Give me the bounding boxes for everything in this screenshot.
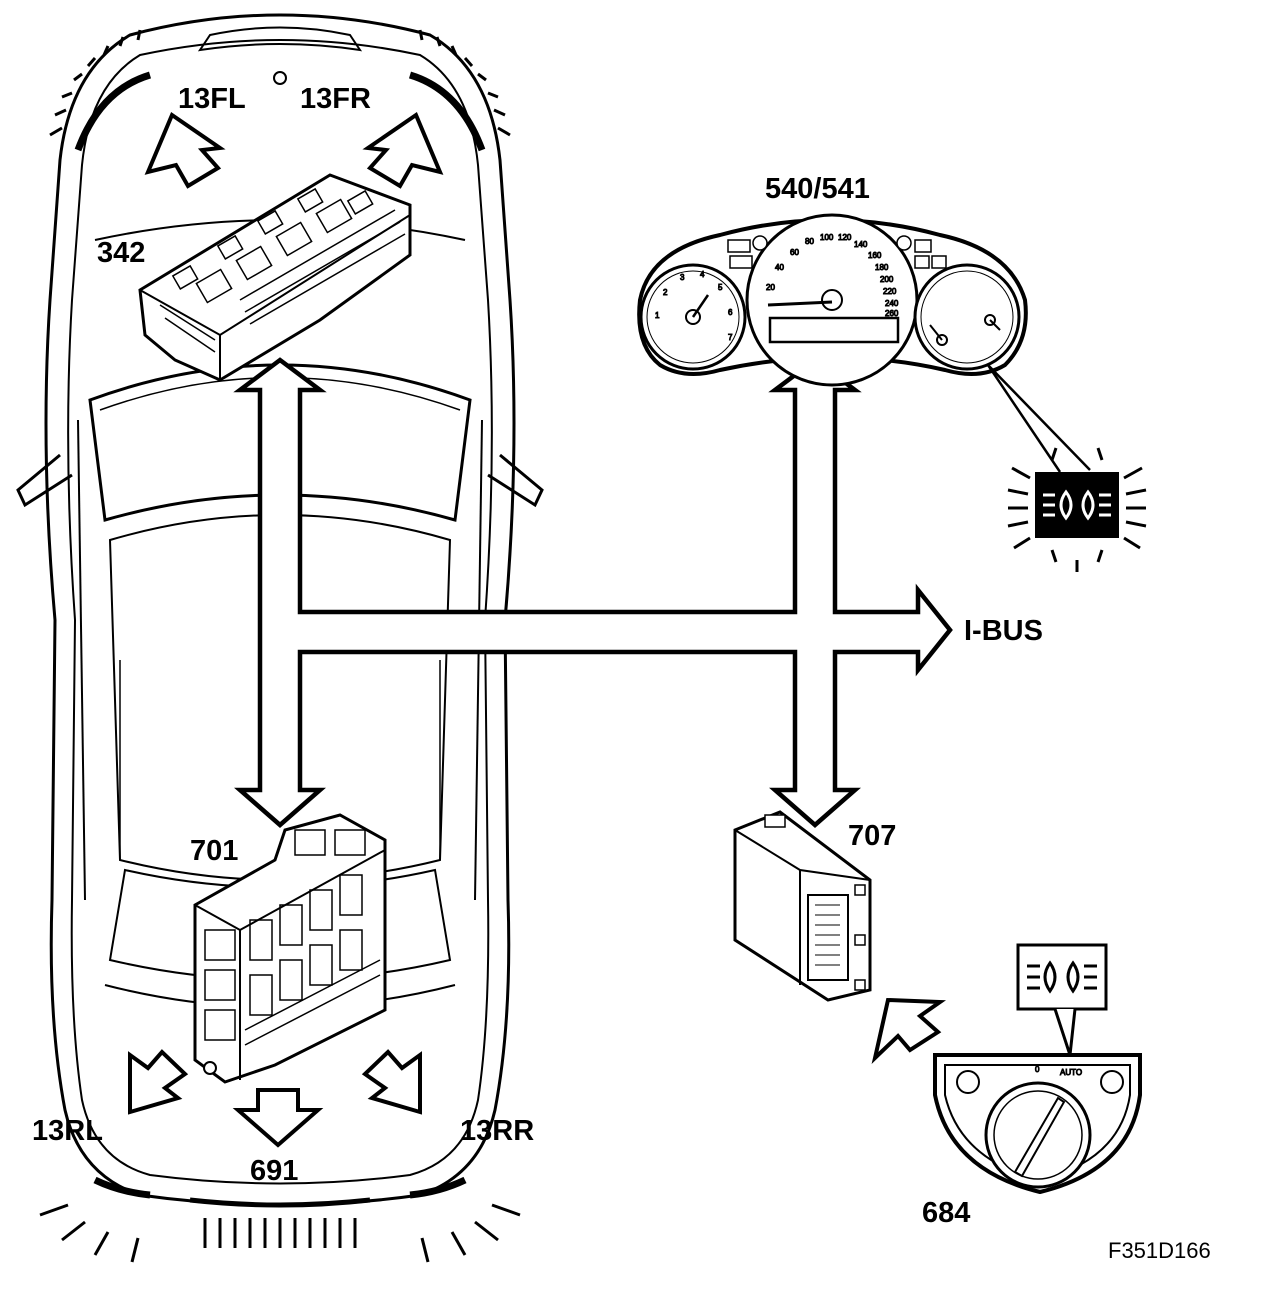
front-fuse-box-342 (138, 173, 412, 382)
svg-text:120: 120 (838, 233, 852, 242)
label-540-541: 540/541 (765, 173, 870, 205)
svg-text:200: 200 (880, 275, 894, 284)
label-13rl: 13RL (32, 1115, 103, 1147)
light-switch-684: 0 AUTO (933, 1053, 1142, 1195)
bus-lines (233, 357, 953, 828)
arrow-rear-center (232, 1088, 324, 1148)
svg-text:7: 7 (728, 333, 733, 342)
switch-headlight-callout (1016, 943, 1108, 1056)
svg-text:240: 240 (885, 299, 899, 308)
svg-text:0: 0 (1035, 1065, 1040, 1074)
arrow-front-left (144, 111, 226, 189)
label-701: 701 (190, 835, 238, 867)
label-342: 342 (97, 237, 145, 269)
light-arrows (128, 111, 947, 1148)
svg-text:140: 140 (854, 240, 868, 249)
label-i-bus: I-BUS (964, 615, 1043, 647)
svg-text:160: 160 (868, 251, 882, 260)
arrow-rear-left (128, 1049, 189, 1115)
label-684: 684 (922, 1197, 970, 1229)
svg-text:180: 180 (875, 263, 889, 272)
indicator-callout-lines (986, 364, 1091, 473)
headlight-indicator-lamp (1007, 447, 1147, 572)
rpm-ticks: 1 2 3 4 5 6 7 (655, 270, 734, 343)
labels: 13FL 13FR 342 540/541 I-BUS 701 707 13RL… (32, 83, 1211, 1263)
figure-id: F351D166 (1108, 1238, 1211, 1263)
label-691: 691 (250, 1155, 298, 1187)
svg-text:6: 6 (728, 308, 733, 317)
svg-text:3: 3 (680, 273, 685, 282)
label-13fl: 13FL (178, 83, 246, 115)
instrument-cluster-540-541: 1 2 3 4 5 6 7 20 40 60 80 100 120 140 16… (637, 213, 1028, 387)
arrow-front-right (362, 111, 444, 189)
svg-text:4: 4 (700, 270, 705, 279)
arrow-rear-right (361, 1049, 422, 1115)
rear-electronic-module-701 (193, 813, 387, 1084)
arrow-switch-to-module (871, 997, 947, 1065)
light-control-module-707 (733, 810, 872, 1002)
label-13fr: 13FR (300, 83, 371, 115)
svg-text:80: 80 (805, 237, 814, 246)
light-rays (39, 29, 521, 1263)
svg-text:5: 5 (718, 283, 723, 292)
svg-text:40: 40 (775, 263, 784, 272)
svg-text:60: 60 (790, 248, 799, 257)
svg-text:260: 260 (885, 309, 899, 318)
svg-text:100: 100 (820, 233, 834, 242)
svg-text:1: 1 (655, 311, 660, 320)
label-707: 707 (848, 820, 896, 852)
svg-text:20: 20 (766, 283, 775, 292)
svg-text:220: 220 (883, 287, 897, 296)
label-13rr: 13RR (460, 1115, 534, 1147)
svg-text:AUTO: AUTO (1060, 1068, 1082, 1077)
fuel-temp-gauge (913, 263, 1021, 371)
svg-text:2: 2 (663, 288, 668, 297)
speed-ticks: 20 40 60 80 100 120 140 160 180 200 220 … (766, 233, 900, 319)
